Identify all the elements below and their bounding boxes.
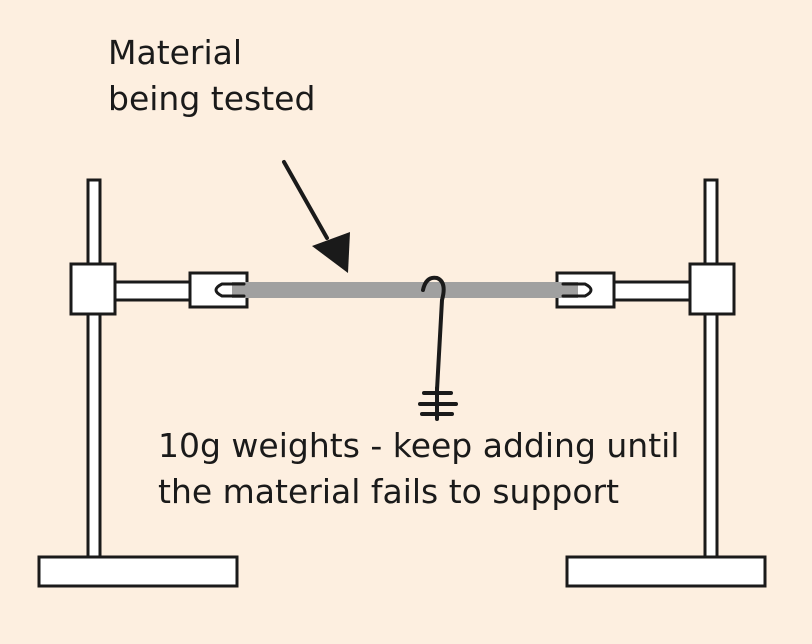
arrow-shaft — [282, 160, 329, 240]
weights-icon — [418, 386, 458, 421]
arrow-icon — [282, 160, 350, 273]
left-retort-stand — [37, 178, 249, 588]
left-clamp-arm — [112, 280, 194, 302]
weights-label-line-1: 10g weights - keep adding until — [158, 426, 680, 465]
right-boss-head — [688, 262, 736, 316]
material-label: Material being tested — [108, 30, 315, 122]
right-clamp-grip — [561, 282, 593, 298]
right-clamp-arm — [611, 280, 693, 302]
hook-icon — [421, 275, 446, 392]
right-stand-base — [565, 555, 767, 588]
right-retort-stand — [555, 178, 767, 588]
material-label-line-1: Material — [108, 33, 243, 72]
weights-label-line-2: the material fails to support — [158, 472, 620, 511]
right-stand-rod — [703, 178, 719, 559]
material-label-line-2: being tested — [108, 79, 316, 118]
left-boss-head — [69, 262, 117, 316]
arrow-head — [312, 232, 350, 273]
left-stand-rod — [86, 178, 102, 559]
left-stand-base — [37, 555, 239, 588]
left-clamp-grip — [214, 282, 246, 298]
weights-label: 10g weights - keep adding until the mate… — [158, 423, 680, 515]
material-strip — [232, 282, 578, 298]
